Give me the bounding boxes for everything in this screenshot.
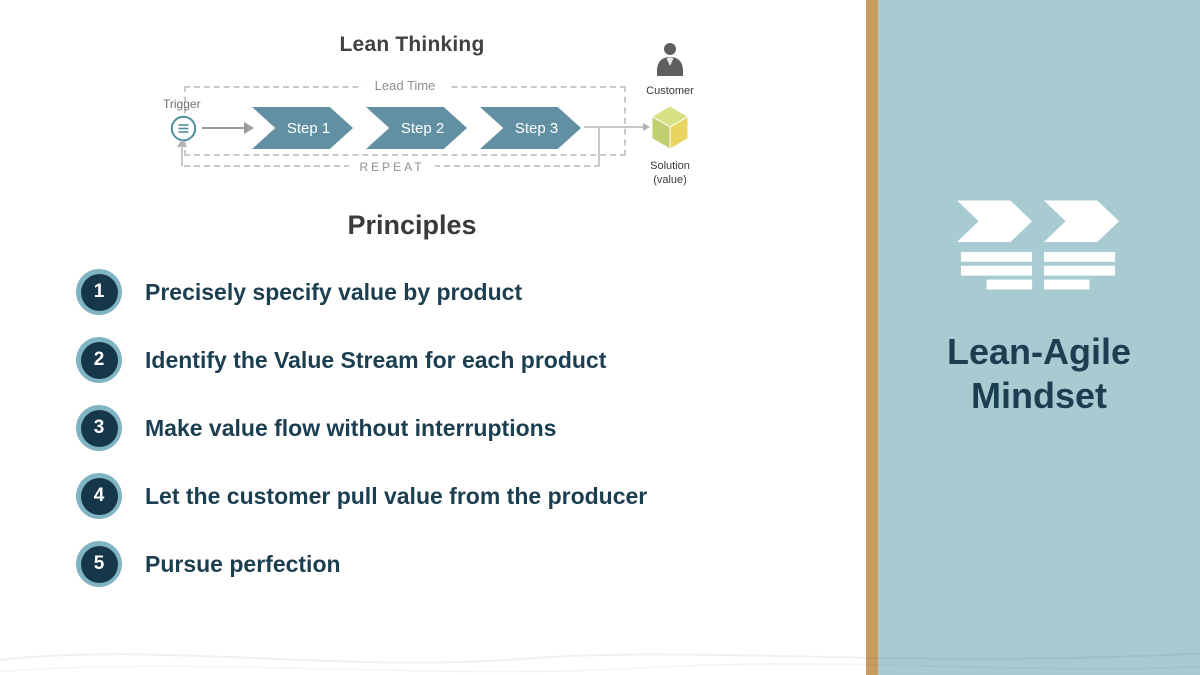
- lead-time-label: Lead Time: [362, 78, 448, 93]
- principle-item-5: 5 Pursue perfection: [76, 530, 647, 598]
- trigger-icon: [170, 115, 197, 142]
- principle-number-badge: 2: [76, 337, 122, 383]
- step-3-arrow: Step 3: [480, 107, 581, 149]
- principle-text: Pursue perfection: [145, 550, 341, 577]
- principle-item-4: 4 Let the customer pull value from the p…: [76, 462, 647, 530]
- principle-number: 4: [80, 477, 118, 515]
- solution-label: Solution (value): [628, 160, 712, 188]
- step-2-arrow: Step 2: [366, 107, 467, 149]
- sidebar-panel: Lean-Agile Mindset: [878, 0, 1200, 675]
- principle-number-badge: 3: [76, 405, 122, 451]
- trigger-arrow-head: [244, 122, 254, 134]
- main-content: Lean Thinking Lead Time Trigger Step 1 S…: [76, 33, 712, 598]
- principle-number-badge: 5: [76, 541, 122, 587]
- principle-number-badge: 1: [76, 269, 122, 315]
- repeat-label: REPEAT: [349, 160, 435, 174]
- principle-item-2: 2 Identify the Value Stream for each pro…: [76, 326, 647, 394]
- principle-item-3: 3 Make value flow without interruptions: [76, 394, 647, 462]
- divider-stripe: [866, 0, 878, 675]
- step-1-label: Step 1: [286, 119, 331, 137]
- customer-icon: [657, 43, 683, 76]
- customer-label: Customer: [646, 85, 694, 97]
- principle-item-1: 1 Precisely specify value by product: [76, 258, 647, 326]
- step-1-arrow: Step 1: [252, 107, 353, 149]
- principle-text: Make value flow without interruptions: [145, 414, 557, 441]
- output-connector-arrowhead: [643, 123, 650, 131]
- sidebar-title-line2: Mindset: [970, 374, 1107, 416]
- trigger-label: Trigger: [163, 97, 201, 111]
- sidebar-title-line1: Lean-Agile: [946, 331, 1132, 372]
- principle-text: Let the customer pull value from the pro…: [145, 482, 648, 509]
- output-connector-line: [584, 126, 646, 128]
- principle-number: 1: [80, 273, 118, 311]
- trigger-arrow-line: [202, 127, 244, 129]
- principles-heading: Principles: [347, 210, 477, 240]
- repeat-return-arrowhead: [177, 139, 187, 147]
- solution-sublabel-text: (value): [653, 173, 687, 186]
- step-2-label: Step 2: [400, 119, 445, 137]
- process-steps: Step 1 Step 2 Step 3: [252, 107, 581, 149]
- principle-text: Precisely specify value by product: [145, 278, 523, 305]
- principle-number: 3: [80, 409, 118, 447]
- repeat-left-connector: [181, 146, 183, 166]
- lean-agile-mindset-icon: [957, 200, 1120, 290]
- repeat-right-connector: [598, 128, 600, 166]
- solution-label-text: Solution: [650, 160, 690, 172]
- diagram-title: Lean Thinking: [339, 33, 485, 56]
- principle-text: Identify the Value Stream for each produ…: [145, 346, 607, 373]
- repeat-label-wrap: REPEAT: [184, 158, 600, 176]
- principle-number: 2: [80, 341, 118, 379]
- sidebar-title: Lean-Agile Mindset: [878, 330, 1200, 418]
- principle-number-badge: 4: [76, 473, 122, 519]
- principles-list: 1 Precisely specify value by product 2 I…: [76, 258, 647, 598]
- step-3-label: Step 3: [514, 119, 559, 137]
- solution-cube-icon: [651, 105, 689, 150]
- principle-number: 5: [80, 545, 118, 583]
